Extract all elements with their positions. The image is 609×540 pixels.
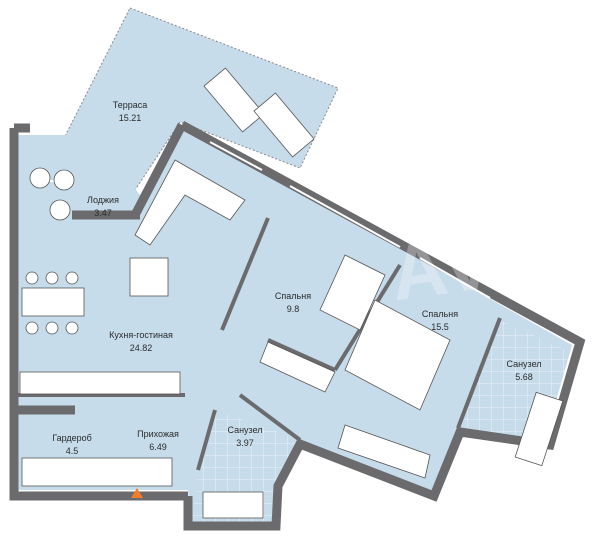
- room-area: 24.82: [129, 343, 153, 353]
- room-name: Санузел: [227, 425, 263, 435]
- room-name: Терраса: [112, 100, 148, 110]
- room-label-bathroom-small: Санузел 3.97: [227, 424, 262, 450]
- bathtub-small: [202, 491, 264, 519]
- terrace-lounger-2: [253, 92, 315, 158]
- room-label-terrace: Терраса 15.21: [113, 99, 148, 125]
- room-name: Санузел: [506, 359, 542, 369]
- room-name: Прихожая: [137, 429, 179, 439]
- bed-small: [319, 254, 386, 331]
- kitchen-counter: [19, 371, 181, 395]
- room-label-bedroom-large: Спальня 15.5: [422, 308, 458, 334]
- room-area: 3.97: [236, 438, 254, 448]
- dining-table: [21, 287, 85, 317]
- bathtub-large: [514, 391, 564, 467]
- room-label-kitchen-living: Кухня-гостиная 24.82: [109, 329, 173, 355]
- room-area: 3.47: [94, 208, 112, 218]
- room-name: Спальня: [274, 291, 312, 301]
- room-name: Гардероб: [52, 433, 92, 443]
- sofa: [134, 159, 246, 246]
- triangle-up-icon: [131, 488, 143, 498]
- room-area: 6.49: [149, 442, 167, 452]
- armchair: [129, 257, 169, 297]
- furniture: [19, 67, 564, 519]
- room-label-bathroom-large: Санузел 5.68: [506, 358, 541, 384]
- walls: [9, 121, 586, 531]
- wardrobe-2: [337, 424, 431, 479]
- bed-large: [344, 299, 451, 411]
- room-name: Спальня: [421, 309, 459, 319]
- room-area: 15.5: [431, 322, 449, 332]
- room-area: 15.21: [118, 113, 142, 123]
- room-name: Кухня-гостиная: [109, 330, 173, 340]
- room-area: 5.68: [515, 372, 533, 382]
- room-name: Лоджия: [87, 195, 119, 205]
- room-label-loggia: Лоджия 3.47: [87, 194, 119, 220]
- terrace-lounger-1: [203, 67, 265, 133]
- wardrobe-1: [259, 341, 336, 393]
- wardrobe-hall: [21, 457, 173, 487]
- room-area: 4.5: [65, 446, 79, 456]
- room-label-wardrobe: Гардероб 4.5: [52, 432, 92, 458]
- room-label-hallway: Прихожая 6.49: [137, 428, 179, 454]
- room-area: 9.8: [286, 304, 300, 314]
- room-label-bedroom-small: Спальня 9.8: [275, 290, 311, 316]
